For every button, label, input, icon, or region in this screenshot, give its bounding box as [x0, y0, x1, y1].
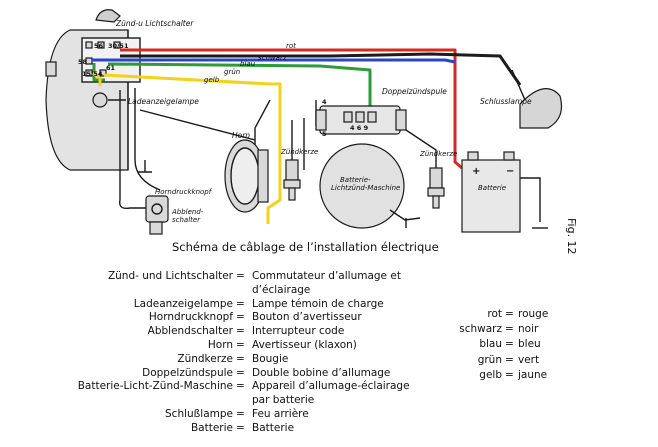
label-mag-terminals: 4 6 9 — [350, 124, 369, 132]
legend-color-fr: rouge — [518, 308, 549, 320]
label-machine-2: Lichtzünd-Maschine — [331, 184, 400, 192]
legend-term-de: Ladeanzeigelampe — [133, 297, 233, 310]
spark-plug-right — [405, 129, 445, 209]
charge-lamp — [92, 92, 126, 108]
wire-black — [120, 52, 522, 86]
label-term-56: 56 — [94, 42, 104, 50]
label-term-30-51: 30/51 — [108, 42, 129, 50]
legend-term-de: Horndruckknopf — [148, 311, 233, 324]
legend-equals: = — [236, 297, 245, 310]
label-dip-switch-1: Abblend- — [171, 208, 204, 216]
label-t4: 4 — [322, 98, 327, 106]
label-horn-button: Horndruckknopf — [155, 188, 213, 196]
label-wire-blue: blau — [240, 60, 256, 68]
battery-ignition-generator — [319, 143, 421, 229]
legend-term-fr: Batterie — [252, 421, 295, 434]
legend-equals: = — [236, 352, 245, 365]
legend-equals: = — [236, 325, 245, 338]
legend-term-fr: Commutateur d’allumage et — [252, 270, 401, 282]
label-plus: + — [472, 166, 480, 177]
legend-equals: = — [236, 311, 245, 324]
legend-term-fr: Feu arrière — [252, 408, 309, 420]
legend-color-de: rot — [487, 308, 502, 320]
label-charge-lamp: Ladeanzeigelampe — [128, 97, 199, 106]
label-dip-switch-2: schalter — [172, 216, 201, 224]
legend-color-de: grün — [477, 353, 502, 366]
label-wire-green: grün — [224, 68, 240, 76]
label-wire-black: schwarz — [258, 54, 287, 62]
label-plug-right: Zündkerze — [419, 150, 457, 158]
spark-plug-left — [283, 120, 301, 201]
legend-equals: = — [505, 323, 514, 336]
legend-term-fr: Appareil d’allumage-éclairage — [252, 380, 410, 393]
ground-left — [138, 160, 152, 173]
legend-term-de: Batterie-Licht-Zünd-Maschine — [77, 380, 233, 393]
legend-equals: = — [505, 353, 514, 366]
legend-term-fr: Interrupteur code — [252, 325, 345, 338]
label-horn: Horn — [232, 131, 250, 140]
label-term-58: 58 — [78, 58, 88, 66]
wire-yellow — [103, 73, 282, 224]
legend-term-de: Batterie — [190, 421, 233, 434]
legend-term-de: Abblendschalter — [147, 325, 233, 338]
legend-color-de: blau — [479, 338, 502, 351]
label-battery: Batterie — [478, 184, 506, 192]
legend-term-de: Schlußlampe — [165, 408, 233, 420]
legend-term-fr: Bougie — [252, 352, 289, 365]
double-ignition-coil — [315, 105, 407, 135]
label-tail-lamp: Schlusslampe — [480, 97, 532, 106]
legend-equals: = — [236, 408, 245, 420]
legend-color-fr: jaune — [518, 368, 548, 381]
label-wire-yellow: gelb — [204, 76, 220, 84]
wire-yellow-left — [91, 71, 102, 86]
legend-color-de: gelb — [479, 368, 502, 381]
legend-term-de: Zündkerze — [177, 352, 233, 365]
handlebar-switch — [145, 195, 169, 235]
legend-equals: = — [236, 339, 245, 351]
legend-term-de: Zünd- und Lichtschalter — [107, 270, 233, 282]
legend-term-fr: par batterie — [252, 394, 315, 407]
legend-color-fr: vert — [518, 353, 540, 366]
legend-term-fr: Double bobine d’allumage — [252, 366, 391, 379]
legend-equals: = — [505, 338, 514, 351]
legend-term-fr: d’éclairage — [252, 283, 311, 296]
legend-color-fr: noir — [518, 323, 539, 336]
legend-equals: = — [505, 308, 514, 320]
wire-red — [120, 48, 463, 170]
legend-color-de: schwarz — [459, 323, 502, 336]
label-switch: Zünd-u Lichtschalter — [115, 19, 194, 28]
wire-blue — [92, 58, 456, 64]
label-coil: Doppelzündspule — [382, 87, 447, 96]
legend-term-de: Doppelzündspule — [142, 366, 233, 379]
label-minus: − — [506, 166, 514, 177]
legend-term-de: Horn — [207, 339, 233, 351]
label-machine-1: Batterie- — [340, 176, 371, 184]
legend-equals: = — [236, 366, 245, 379]
legend-term-fr: Lampe témoin de charge — [252, 297, 384, 310]
label-t5: 5 — [322, 130, 327, 138]
legend-term-fr: Avertisseur (klaxon) — [252, 339, 357, 351]
diagram-caption: Schéma de câblage de l’installation élec… — [172, 240, 439, 254]
figure-label: Fig. 12 — [565, 218, 578, 255]
label-wire-red: rot — [286, 42, 296, 50]
legend-equals: = — [236, 270, 245, 282]
legend-term-fr: Bouton d’avertisseur — [252, 311, 362, 324]
legend-color-fr: bleu — [518, 338, 541, 351]
legend-equals: = — [236, 421, 245, 434]
legend-equals: = — [236, 380, 245, 393]
legend-equals: = — [505, 368, 514, 381]
label-term-15-54: 15/54 — [82, 70, 103, 78]
label-term-61: 61 — [106, 64, 116, 72]
tail-lamp — [511, 69, 563, 129]
battery — [461, 151, 548, 233]
label-plug-left: Zündkerze — [280, 148, 318, 156]
horn — [224, 139, 269, 213]
